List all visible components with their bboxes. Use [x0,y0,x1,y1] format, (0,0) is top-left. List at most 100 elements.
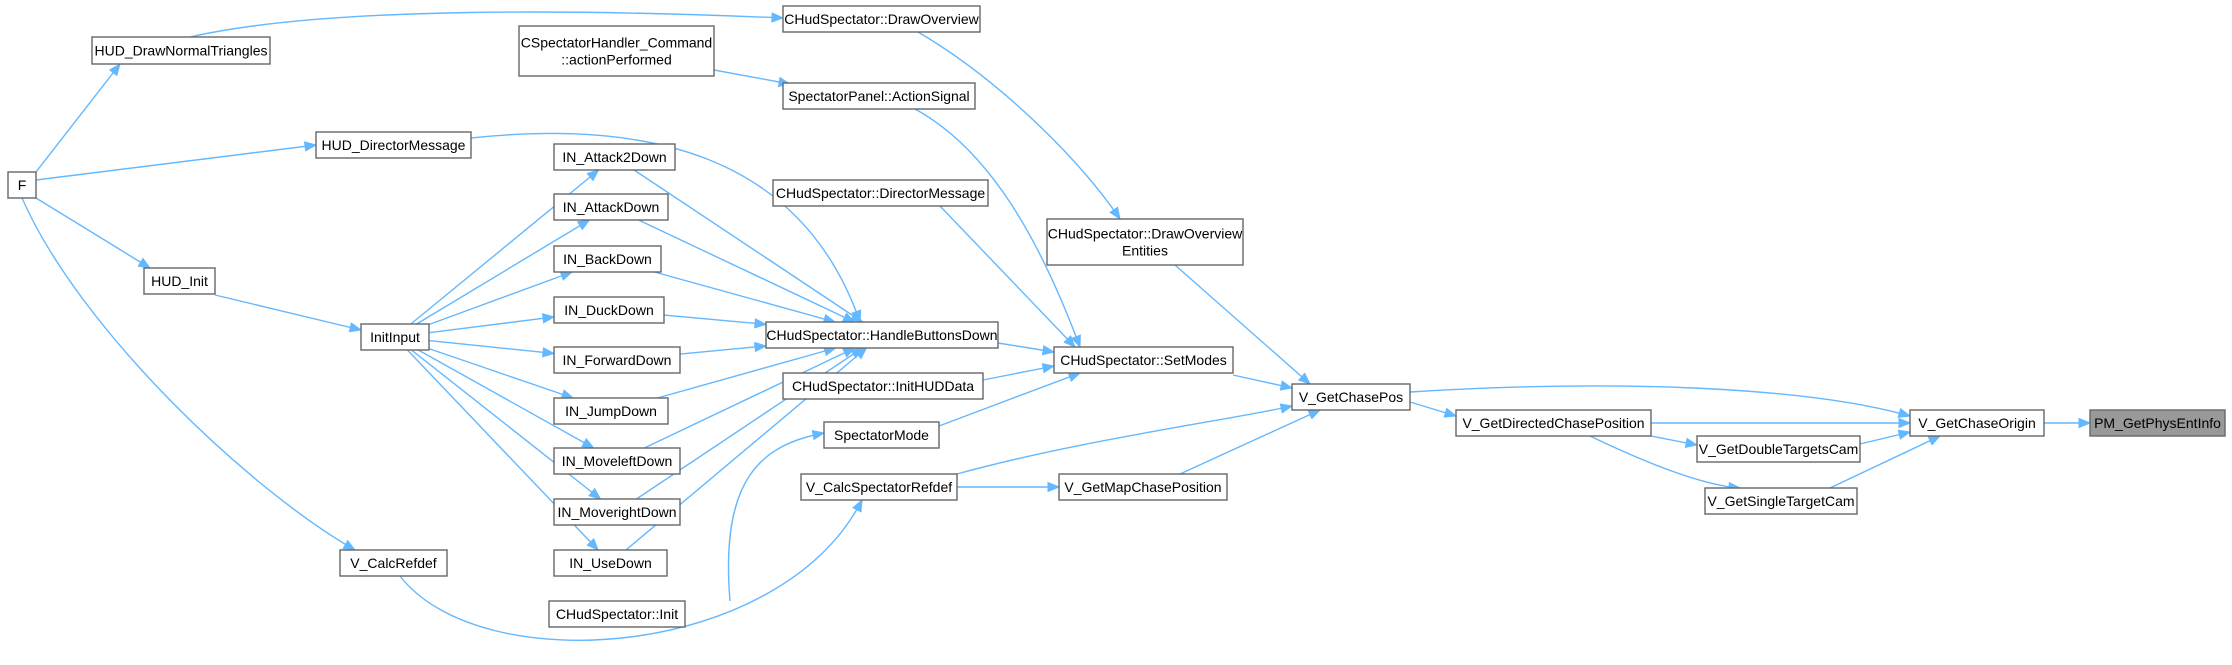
node-chud-spectator-draw-overview[interactable]: CHudSpectator::DrawOverview [782,5,981,33]
node-box[interactable] [772,179,989,207]
node-box[interactable] [1046,218,1244,266]
node-hud-init[interactable]: HUD_Init [143,267,216,295]
node-hud-director-message[interactable]: HUD_DirectorMessage [315,131,472,159]
node-in-duck-down[interactable]: IN_DuckDown [553,296,665,324]
node-label: InitInput [370,329,420,345]
node-chud-spectator-init-huddata[interactable]: CHudSpectator::InitHUDData [782,372,984,400]
node-in-back-down[interactable]: IN_BackDown [553,245,662,273]
node-box[interactable] [553,498,681,526]
node-box[interactable] [553,193,669,221]
node-box[interactable] [782,372,984,400]
arrowhead-icon [771,12,785,23]
call-edge [657,347,836,399]
node-box[interactable] [1058,473,1228,501]
arrowhead-icon [1063,335,1076,348]
arrowhead-icon [348,322,363,333]
node-box[interactable] [2089,409,2226,437]
call-edge [35,144,317,181]
node-box[interactable] [91,36,271,65]
node-v-calc-spectator-refdef[interactable]: V_CalcSpectatorRefdef [800,473,958,501]
node-v-get-directed-chase-position[interactable]: V_GetDirectedChasePosition [1455,409,1652,437]
node-box[interactable] [1053,346,1234,374]
node-box[interactable] [553,296,665,324]
node-label: IN_MoverightDown [557,504,676,520]
call-edge [654,271,836,323]
node-spectator-mode[interactable]: SpectatorMode [823,421,940,449]
arrowhead-icon [854,347,868,360]
node-box[interactable] [1704,487,1858,515]
node-label: IN_DuckDown [564,302,653,318]
node-label: CHudSpectator::InitHUDData [792,378,974,394]
node-box[interactable] [782,82,976,110]
node-cspectator-handler-command[interactable]: CSpectatorHandler_Command::actionPerform… [518,25,715,77]
node-hud-draw-normal-triangles[interactable]: HUD_DrawNormalTriangles [91,36,271,65]
node-box[interactable] [1696,435,1861,463]
arrowhead-icon [754,341,768,353]
arrowhead-icon [1041,344,1056,356]
node-in-moveright-down[interactable]: IN_MoverightDown [553,498,681,526]
node-box[interactable] [548,600,686,628]
node-box[interactable] [553,397,669,425]
node-box[interactable] [518,25,715,77]
node-f[interactable]: F [7,171,37,199]
node-box[interactable] [823,421,940,449]
node-box[interactable] [782,5,981,33]
node-box[interactable] [315,131,472,159]
node-v-get-single-target-cam[interactable]: V_GetSingleTargetCam [1704,487,1858,515]
call-edge [917,31,1121,220]
arrowhead-icon [1047,481,1061,493]
node-spectator-panel-action-signal[interactable]: SpectatorPanel::ActionSignal [782,82,976,110]
arrowhead-icon [303,141,318,152]
node-label: V_CalcSpectatorRefdef [806,479,952,495]
node-pm-get-phys-ent-info[interactable]: PM_GetPhysEntInfo [2089,409,2226,437]
node-v-get-chase-origin[interactable]: V_GetChaseOrigin [1909,409,2045,437]
node-box[interactable] [765,321,999,349]
arrowhead-icon [1307,409,1322,420]
call-edge [679,345,767,355]
node-label: V_GetDirectedChasePosition [1462,415,1644,431]
node-v-get-map-chase-position[interactable]: V_GetMapChasePosition [1058,473,1228,501]
node-in-jump-down[interactable]: IN_JumpDown [553,397,669,425]
node-label: V_GetChasePos [1299,389,1403,405]
call-edge [644,347,855,449]
call-edge [633,169,863,323]
node-box[interactable] [553,549,668,577]
node-box[interactable] [7,171,37,199]
call-edge [470,132,861,323]
call-edge [399,499,863,641]
node-v-calc-refdef[interactable]: V_CalcRefdef [339,549,448,577]
node-v-get-chase-pos[interactable]: V_GetChasePos [1291,383,1411,411]
call-edge [713,69,791,85]
node-box[interactable] [553,143,676,171]
node-box[interactable] [553,447,681,475]
node-init-input[interactable]: InitInput [360,323,430,351]
node-label: V_CalcRefdef [350,555,436,571]
node-box[interactable] [1291,383,1411,411]
call-edge [417,349,595,449]
arrowhead-icon [541,313,556,324]
node-box[interactable] [553,245,662,273]
node-chud-spectator-handle-buttons-down[interactable]: CHudSpectator::HandleButtonsDown [765,321,999,349]
node-in-moveleft-down[interactable]: IN_MoveleftDown [553,447,681,475]
node-in-attack2down[interactable]: IN_Attack2Down [553,143,676,171]
node-chud-spectator-init[interactable]: CHudSpectator::Init [548,600,686,628]
arrowhead-icon [342,539,357,551]
node-chud-spectator-director-message[interactable]: CHudSpectator::DirectorMessage [772,179,989,207]
node-v-get-double-targets-cam[interactable]: V_GetDoubleTargetsCam [1696,435,1861,463]
node-box[interactable] [143,267,216,295]
arrowhead-icon [1297,372,1311,385]
node-label: V_GetSingleTargetCam [1707,493,1854,509]
arrowhead-icon [852,498,863,513]
arrowhead-icon [108,62,121,77]
node-box[interactable] [553,346,681,374]
node-box[interactable] [1455,409,1652,437]
node-box[interactable] [339,549,448,577]
node-box[interactable] [800,473,958,501]
node-chud-spectator-set-modes[interactable]: CHudSpectator::SetModes [1053,346,1234,374]
node-box[interactable] [1909,409,2045,437]
node-in-attack-down[interactable]: IN_AttackDown [553,193,669,221]
node-box[interactable] [360,323,430,351]
node-in-forward-down[interactable]: IN_ForwardDown [553,346,681,374]
node-in-use-down[interactable]: IN_UseDown [553,549,668,577]
